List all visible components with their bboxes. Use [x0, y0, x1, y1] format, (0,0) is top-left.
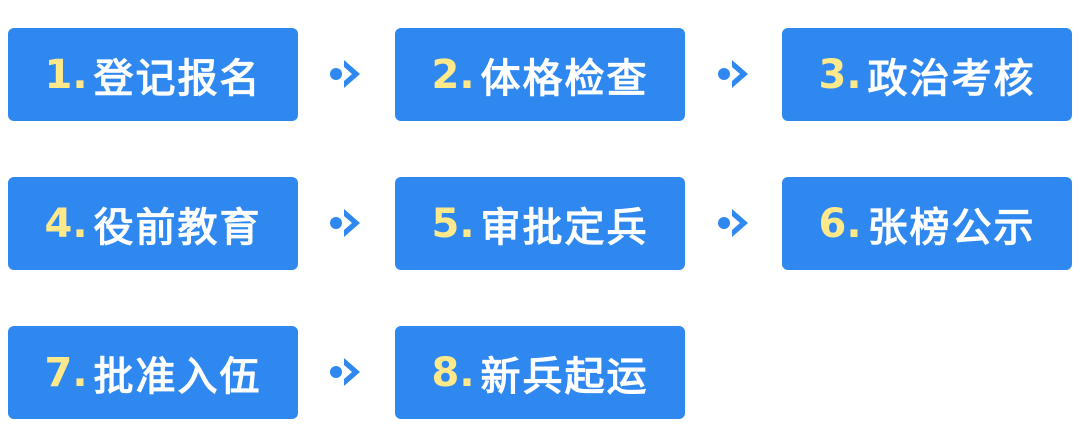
step-box-6: 6. 张榜公示	[782, 177, 1072, 270]
step-label: 新兵起运	[480, 353, 649, 400]
step-label: 体格检查	[480, 55, 649, 102]
step-box-5: 5. 审批定兵	[395, 177, 685, 270]
step-number: 4.	[44, 200, 88, 247]
step-number: 3.	[818, 51, 862, 98]
step-number: 5.	[431, 200, 475, 247]
step-box-7: 7. 批准入伍	[8, 326, 298, 419]
step-label: 张榜公示	[867, 204, 1036, 251]
arrow-right-icon	[330, 60, 360, 88]
step-box-8: 8. 新兵起运	[395, 326, 685, 419]
arrow-right-icon	[330, 358, 360, 386]
step-label: 批准入伍	[93, 353, 262, 400]
step-number: 7.	[44, 349, 88, 396]
step-number: 1.	[44, 51, 88, 98]
step-label: 役前教育	[93, 204, 262, 251]
step-label: 政治考核	[867, 55, 1036, 102]
step-box-1: 1. 登记报名	[8, 28, 298, 121]
step-number: 8.	[431, 349, 475, 396]
arrow-right-icon	[330, 209, 360, 237]
step-box-4: 4. 役前教育	[8, 177, 298, 270]
step-number: 2.	[431, 51, 475, 98]
step-number: 6.	[818, 200, 862, 247]
step-box-2: 2. 体格检查	[395, 28, 685, 121]
step-box-3: 3. 政治考核	[782, 28, 1072, 121]
step-label: 登记报名	[93, 55, 262, 102]
step-label: 审批定兵	[480, 204, 649, 251]
arrow-right-icon	[718, 60, 748, 88]
arrow-right-icon	[718, 209, 748, 237]
